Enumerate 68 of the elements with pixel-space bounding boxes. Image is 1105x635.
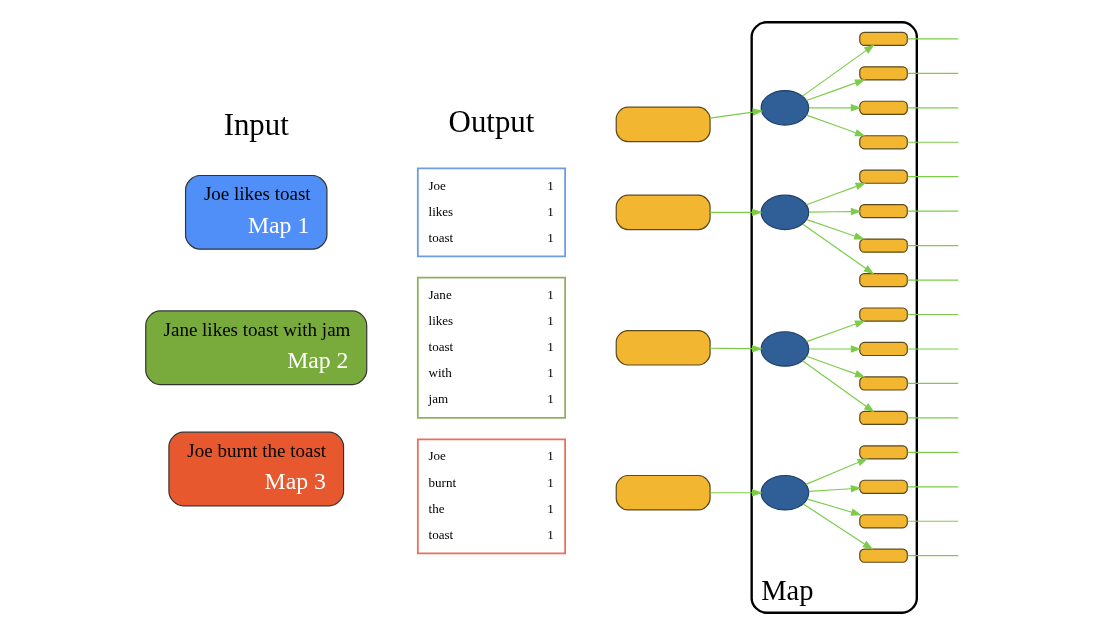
node-box	[615, 329, 711, 366]
node-box	[859, 238, 908, 253]
node-box	[859, 204, 908, 219]
arrow	[805, 114, 866, 137]
node-circle	[760, 474, 810, 511]
connector	[907, 417, 959, 419]
node-box	[859, 135, 908, 150]
node-box: Joe 1 likes 1 toast 1	[416, 167, 567, 258]
node-box	[859, 169, 908, 184]
connector	[907, 520, 959, 522]
node-box	[859, 548, 908, 563]
connector	[907, 176, 959, 178]
node-box	[859, 341, 908, 357]
node-box	[615, 194, 711, 231]
node-circle	[760, 331, 810, 367]
node-box	[615, 474, 711, 511]
node-box	[859, 479, 908, 494]
arrow	[709, 344, 763, 353]
node-box: Joe likes toast Map 1	[184, 174, 328, 250]
arrow	[801, 44, 875, 97]
connector	[907, 451, 959, 453]
connector	[907, 107, 959, 109]
arrow	[808, 485, 862, 493]
arrow	[802, 503, 874, 550]
node-box	[859, 100, 908, 115]
arrow	[808, 207, 862, 216]
connector	[907, 210, 959, 212]
connector	[907, 486, 959, 488]
arrow	[709, 489, 763, 497]
arrow	[806, 498, 862, 516]
node-box	[859, 410, 908, 426]
node-circle	[760, 194, 810, 231]
connector	[907, 279, 959, 281]
node-box	[859, 272, 908, 288]
label: Input	[223, 107, 289, 143]
arrow	[709, 108, 764, 119]
arrow	[805, 79, 866, 102]
node-box	[859, 445, 908, 460]
node-circle	[760, 90, 810, 126]
arrow	[806, 219, 865, 240]
connector	[907, 348, 959, 350]
connector	[907, 382, 959, 385]
arrow	[805, 458, 869, 485]
node-box	[859, 307, 908, 322]
connector	[907, 245, 959, 247]
node-box	[615, 106, 711, 143]
arrow	[808, 345, 862, 353]
connector	[907, 313, 959, 316]
arrow	[709, 208, 763, 217]
connector	[907, 38, 959, 40]
arrow	[805, 182, 867, 206]
node-box	[859, 376, 908, 391]
node-box	[859, 514, 908, 529]
connector	[907, 555, 959, 557]
node-box	[859, 66, 908, 81]
connector	[907, 141, 959, 143]
connector	[907, 72, 959, 74]
arrow	[808, 104, 862, 112]
node-box: Joe burnt the toast Map 3	[168, 431, 345, 507]
arrow	[805, 320, 866, 343]
node-box: Jane 1 likes 1 toast 1 with 1 jam 1	[416, 276, 567, 419]
arrow	[802, 223, 875, 275]
node-box	[859, 31, 908, 47]
node-box: Jane likes toast with jam Map 2	[145, 310, 368, 386]
arrow	[801, 360, 875, 413]
node-box: Joe 1 burnt 1 the 1 toast 1	[416, 438, 567, 555]
arrow	[805, 355, 866, 378]
label: Output	[448, 103, 535, 139]
